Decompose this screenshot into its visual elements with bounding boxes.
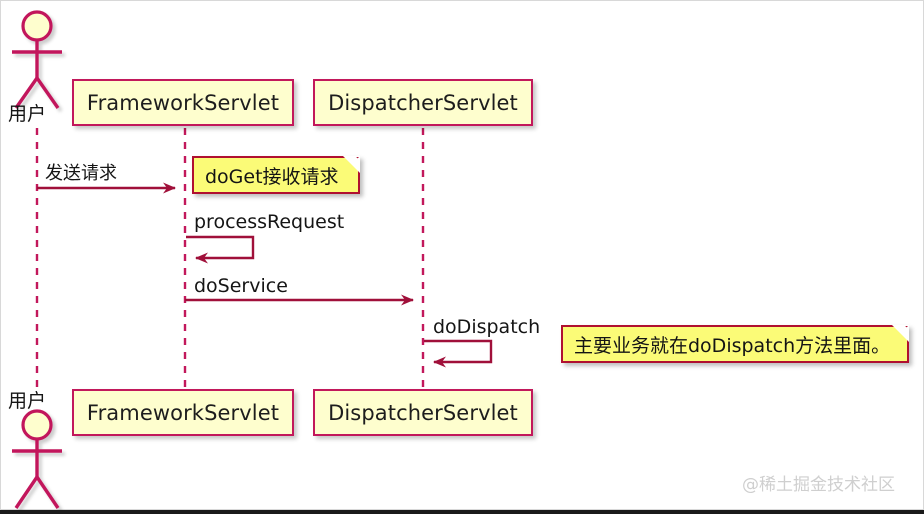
note-fold-line-icon: [335, 157, 359, 181]
participant-box-dispatcher-servlet-bottom[interactable]: DispatcherServlet: [313, 389, 533, 436]
participant-box-framework-servlet-top[interactable]: FrameworkServlet: [72, 79, 294, 126]
message-label-process-request: processRequest: [194, 211, 345, 233]
participant-label: DispatcherServlet: [328, 90, 518, 115]
actor-user-top: [12, 10, 62, 109]
participant-box-framework-servlet-bottom[interactable]: FrameworkServlet: [72, 389, 294, 436]
message-label-send-request: 发送请求: [45, 163, 117, 184]
participant-label: FrameworkServlet: [86, 90, 280, 115]
message-arrow-do-dispatch: [424, 339, 493, 368]
actor-label-user-bottom: 用户: [8, 390, 47, 412]
note-text: 主要业务就在doDispatch方法里面。: [574, 334, 891, 357]
actor-label-user-top: 用户: [8, 103, 47, 125]
note-text: doGet接收请求: [205, 165, 339, 188]
note-fold-line-icon: [884, 326, 908, 350]
participant-box-dispatcher-servlet-top[interactable]: DispatcherServlet: [313, 79, 533, 126]
message-arrow-process-request: [186, 235, 255, 264]
note-do-get-receive-request[interactable]: doGet接收请求: [192, 156, 360, 194]
note-main-business-do-dispatch[interactable]: 主要业务就在doDispatch方法里面。: [561, 325, 909, 363]
actor-user-bottom: [12, 409, 62, 509]
lifelines: [35, 128, 425, 390]
message-label-do-dispatch: doDispatch: [433, 316, 541, 338]
participant-label: DispatcherServlet: [328, 400, 518, 425]
watermark: @稀土掘金技术社区: [742, 475, 895, 495]
message-label-do-service: doService: [194, 275, 288, 297]
participant-label: FrameworkServlet: [86, 400, 280, 425]
